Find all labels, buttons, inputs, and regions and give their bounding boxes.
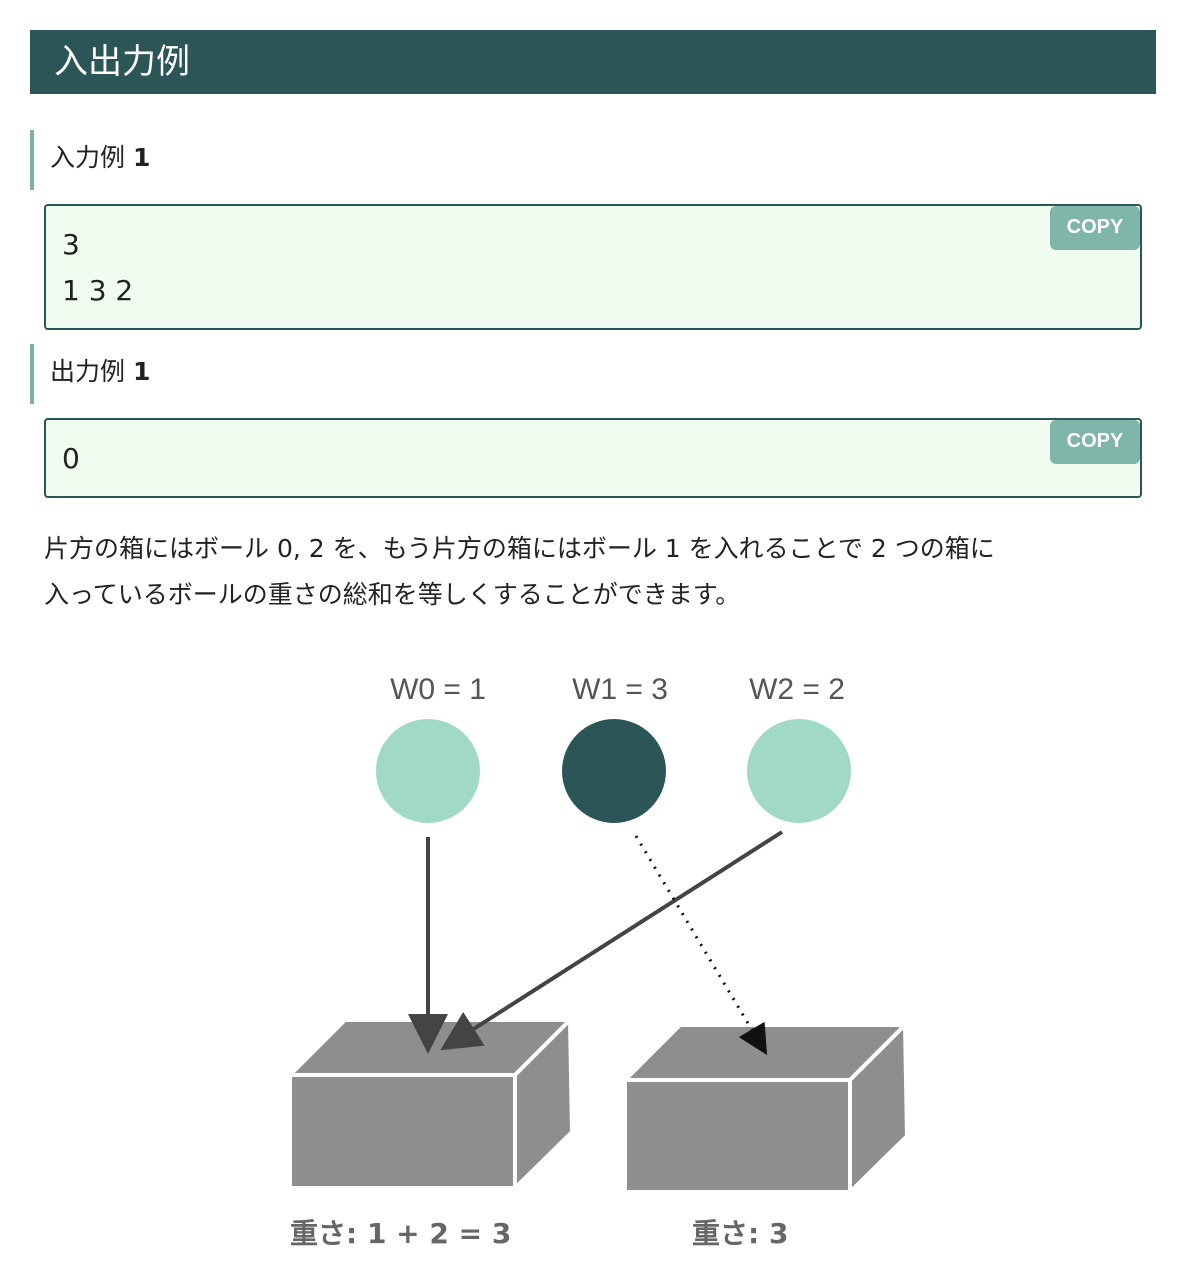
output-example-block: 0 COPY xyxy=(44,418,1142,498)
copy-output-button[interactable]: COPY xyxy=(1050,420,1140,464)
box-left-front xyxy=(288,1073,517,1190)
section-title: 入出力例 xyxy=(30,30,1156,94)
ball-2-label: W2 = 2 xyxy=(749,673,845,706)
output-example-label: 出力例 xyxy=(50,357,126,386)
input-example-label: 入力例 xyxy=(50,143,126,172)
output-example-heading: 出力例 1 xyxy=(30,344,150,404)
input-example-block: 3 1 3 2 COPY xyxy=(44,204,1142,330)
input-example-number: 1 xyxy=(132,143,151,172)
input-example-content: 3 1 3 2 xyxy=(62,228,134,307)
explanation-line-2: 入っているボールの重さの総和を等しくすることができます。 xyxy=(44,580,741,609)
ball-0 xyxy=(376,719,480,823)
explanation: 片方の箱にはボール 0, 2 を、もう片方の箱にはボール 1 を入れることで 2… xyxy=(44,526,1144,618)
box-left-label: 重さ: 1 + 2 = 3 xyxy=(290,1217,511,1250)
copy-input-button[interactable]: COPY xyxy=(1050,206,1140,250)
box-right-front xyxy=(623,1078,852,1194)
arrow-ball-2 xyxy=(440,830,784,1051)
ball-1-label: W1 = 3 xyxy=(572,673,668,706)
ball-0-label: W0 = 1 xyxy=(390,673,486,706)
ball-1 xyxy=(562,719,666,823)
box-right-label: 重さ: 3 xyxy=(692,1217,788,1250)
ball-2 xyxy=(747,719,851,823)
output-example-content: 0 xyxy=(62,442,80,475)
input-example-heading: 入力例 1 xyxy=(30,130,150,190)
arrow-ball-1-dotted xyxy=(634,835,768,1056)
explanation-line-1: 片方の箱にはボール 0, 2 を、もう片方の箱にはボール 1 を入れることで 2… xyxy=(44,534,995,563)
output-example-number: 1 xyxy=(132,357,151,386)
